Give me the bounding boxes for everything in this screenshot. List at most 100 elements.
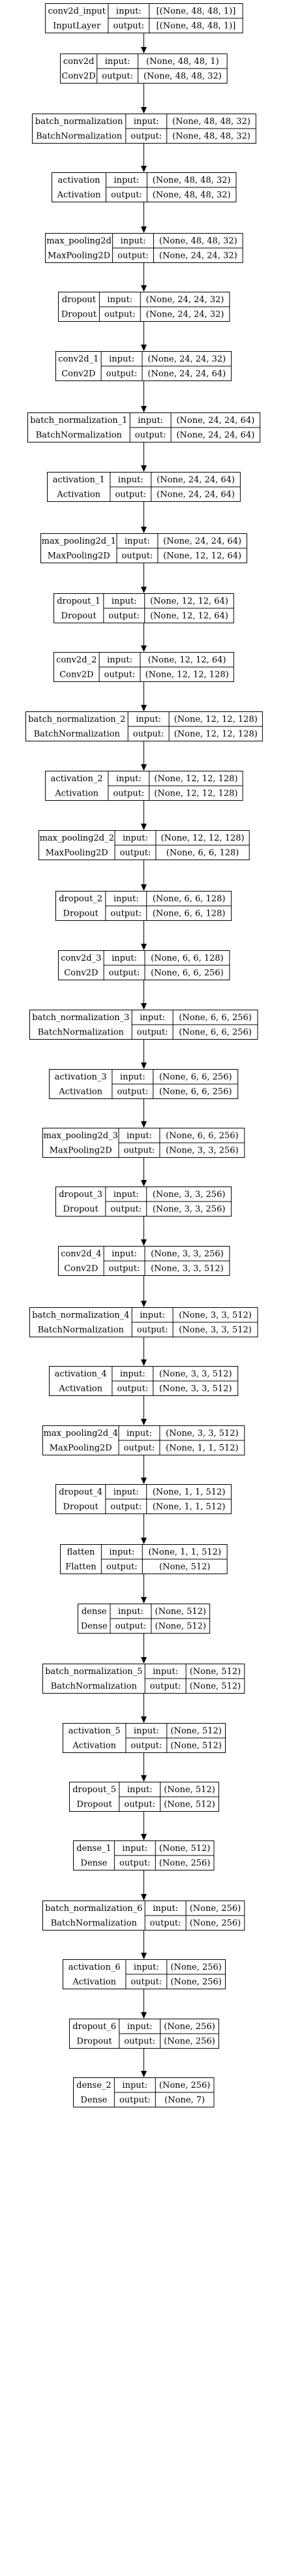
output-port-label: output: [106,369,138,379]
layer-name: dropout [62,295,97,305]
layer-type: Dropout [61,309,97,319]
input-shape: (None, 48, 48, 32) [159,236,237,246]
layer-name: dropout_3 [59,1190,102,1200]
input-port-label: input: [118,1607,144,1617]
input-port-label: input: [153,1667,178,1677]
output-shape: (None, 12, 12, 128) [174,729,258,739]
output-shape: (None, 6, 6, 256) [179,1027,252,1037]
input-shape: (None, 1, 1, 512) [153,1487,226,1497]
output-port-label: output: [150,1681,181,1691]
output-port-label: output: [135,430,166,440]
output-port-label: output: [117,251,149,260]
layer-node: activation_4Activationinput:output:(None… [49,1366,239,1396]
layer-name: dense_1 [76,1844,112,1854]
layer-type: Conv2D [64,968,98,978]
layer-node: activation_2Activationinput:output:(None… [45,771,243,801]
input-port-label: input: [134,1726,159,1736]
output-shape: (None, 256) [164,2036,215,2046]
layer-name: conv2d_input [48,7,106,16]
layer-type: Conv2D [62,71,96,81]
output-port-label: output: [120,848,151,858]
layer-name: batch_normalization_3 [32,1013,129,1023]
output-shape: (None, 512) [170,1741,222,1750]
arrowhead [141,1716,147,1723]
layer-node: max_pooling2d_1MaxPooling2Dinput:output:… [40,533,247,563]
arrowhead [141,1359,147,1366]
arrowhead [141,1775,147,1782]
arrowhead [141,1063,147,1069]
arrowhead [141,1657,147,1664]
output-port-label: output: [104,309,136,319]
arrowhead [141,2071,147,2077]
output-port-label: output: [115,489,146,499]
output-shape: (None, 12, 12, 128) [154,788,237,798]
output-port-label: output: [124,1145,155,1155]
layer-type: BatchNormalization [34,729,121,739]
layer-node: max_pooling2d_2MaxPooling2Dinput:output:… [38,830,250,860]
input-shape: (None, 48, 48, 32) [172,117,250,127]
arrowhead [141,1180,147,1187]
input-port-label: input: [127,1785,153,1795]
layer-type: Dropout [63,1204,99,1214]
output-port-label: output: [111,190,142,200]
layer-name: activation_5 [68,1726,121,1736]
output-shape: (None, 3, 3, 256) [166,1145,239,1155]
arrowhead [141,226,147,233]
layer-type: BatchNormalization [51,1918,138,1928]
input-port-label: input: [114,176,140,185]
layer-name: dropout_1 [57,597,100,606]
layer-node: batch_normalization_1BatchNormalizationi… [27,412,261,442]
input-shape: (None, 48, 48, 1) [146,57,219,67]
output-shape: (None, 24, 24, 64) [147,369,226,379]
layer-type: Conv2D [64,1264,98,1273]
arrowhead [141,764,147,771]
layer-node: batch_normalization_4BatchNormalizationi… [29,1307,258,1337]
layer-type: Activation [58,1384,102,1393]
arrowhead [141,1003,147,1010]
layer-node: activation_5Activationinput:output:(None… [63,1723,226,1753]
arrowhead [141,345,147,351]
arrowhead [141,645,147,652]
layer-name: activation_3 [55,1072,107,1082]
input-port-label: input: [134,117,159,127]
input-shape: (None, 12, 12, 128) [160,833,244,843]
arrowhead [141,166,147,172]
layer-type: InputLayer [53,21,101,31]
output-shape: (None, 512) [190,1681,241,1691]
arrowhead [141,1301,147,1307]
output-port-label: output: [110,1502,142,1512]
output-shape: (None, 7) [164,2095,205,2105]
output-shape: (None, 24, 24, 32) [146,309,224,319]
input-shape: (None, 24, 24, 64) [176,416,254,426]
arrowhead [141,1834,147,1840]
layer-box [69,1782,219,1812]
input-port-label: input: [118,475,144,485]
output-shape: (None, 6, 6, 128) [153,908,226,918]
layer-node: max_pooling2d_3MaxPooling2Dinput:output:… [42,1128,245,1158]
output-port-label: output: [119,2095,151,2105]
layer-type: Conv2D [59,670,93,679]
layer-type: MaxPooling2D [46,848,108,858]
output-shape: (None, 1, 1, 512) [153,1502,226,1512]
layer-type: MaxPooling2D [50,1145,112,1155]
layer-type: Flatten [65,1562,97,1572]
layer-node: batch_normalization_5BatchNormalizationi… [42,1664,245,1694]
input-port-label: input: [107,295,132,305]
input-port-label: input: [122,1844,147,1854]
input-shape: (None, 256) [190,1904,241,1914]
input-port-label: input: [153,1904,178,1914]
arrowhead [141,285,147,292]
input-shape: (None, 12, 12, 64) [148,655,226,665]
output-shape: (None, 512) [159,1562,211,1572]
arrowhead [141,1239,147,1246]
arrowhead [141,944,147,950]
arrowhead [141,587,147,593]
input-shape: (None, 256) [164,2022,215,2032]
layer-name: batch_normalization [35,117,123,127]
